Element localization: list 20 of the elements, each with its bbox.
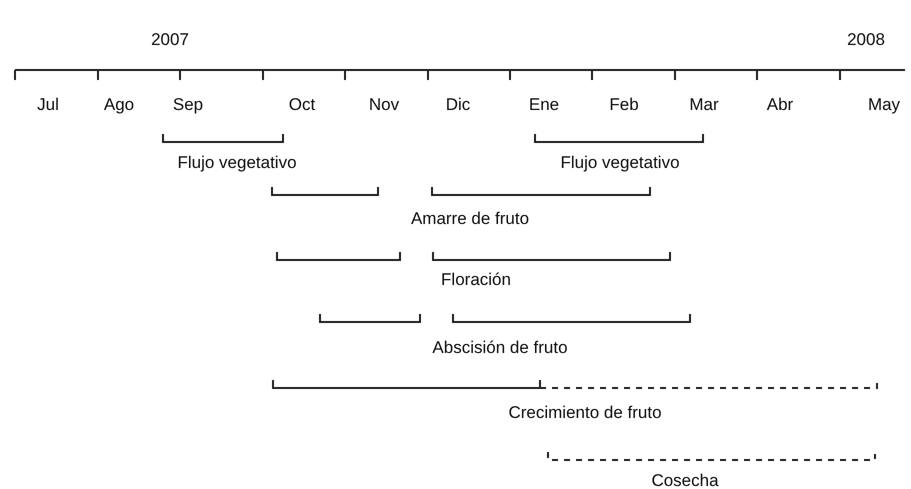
phase-label: Flujo vegetativo (560, 153, 680, 173)
month-label: Nov (368, 95, 400, 115)
phase-label: Amarre de fruto (410, 209, 530, 229)
month-label: May (868, 95, 900, 115)
year-label: 2007 (151, 30, 189, 50)
year-label: 2008 (847, 30, 885, 50)
month-label: Ago (104, 95, 134, 115)
month-label: Jul (37, 95, 59, 115)
month-label: Feb (609, 95, 639, 115)
phase-label: Flujo vegetativo (177, 153, 297, 173)
month-label: Dic (446, 95, 470, 115)
month-label: Mar (689, 95, 719, 115)
month-label: Abr (766, 95, 794, 115)
phase-label: Cosecha (651, 471, 719, 489)
month-label: Oct (288, 95, 316, 115)
phase-label: Crecimiento de fruto (508, 403, 662, 423)
month-label: Ene (528, 95, 560, 115)
month-label: Sep (172, 95, 204, 115)
phase-label: Floración (441, 270, 511, 290)
phase-label: Abscisión de fruto (432, 338, 568, 358)
